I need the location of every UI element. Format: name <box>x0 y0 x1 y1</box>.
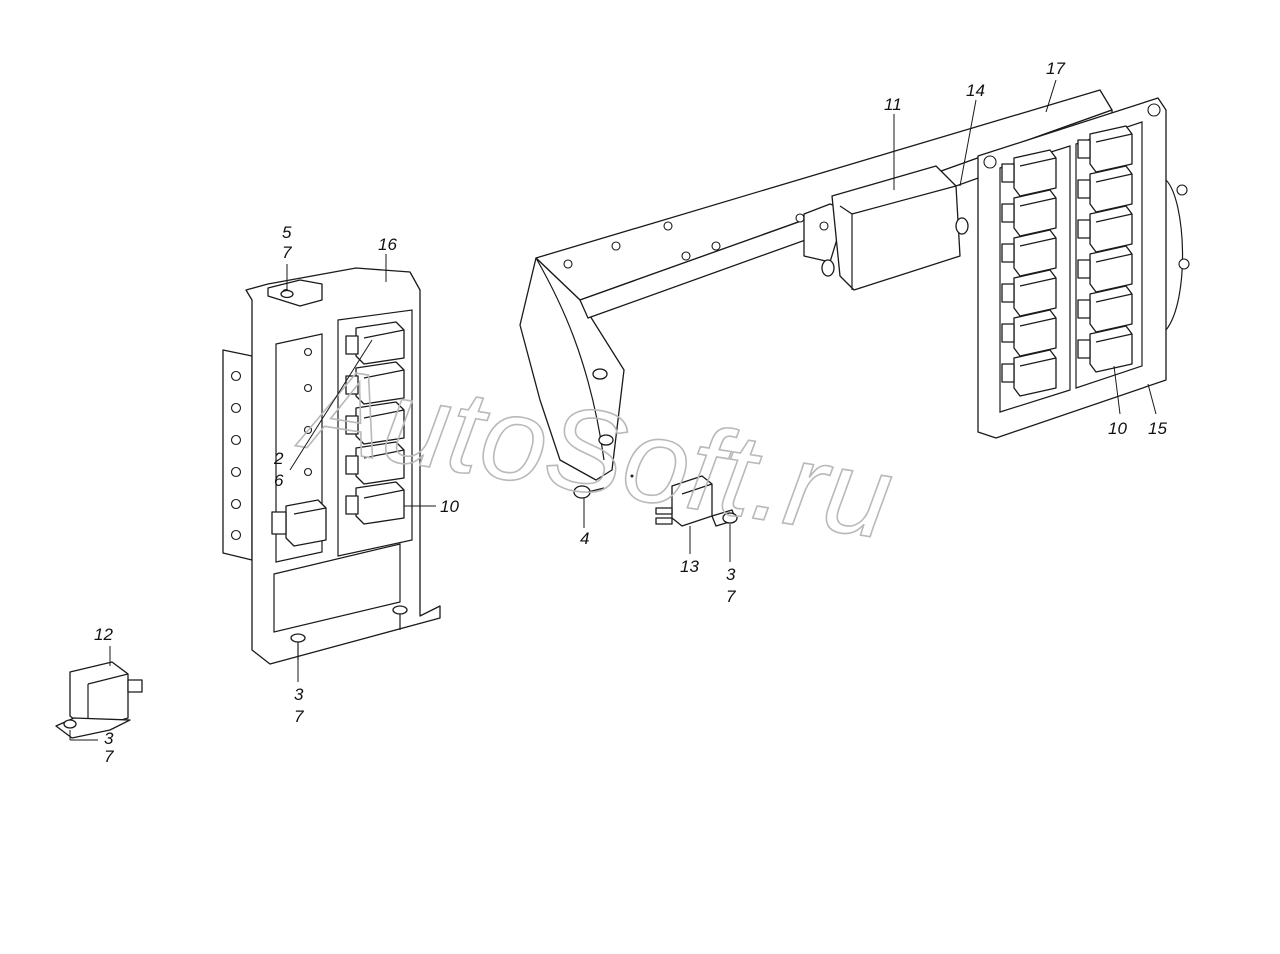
callout-7-a: 7 <box>294 707 304 726</box>
callout-2: 2 <box>273 449 284 468</box>
callout-7: 7 <box>282 243 292 262</box>
callout-10-right: 10 <box>1108 419 1127 438</box>
leader-lines <box>69 79 1157 741</box>
callouts: 5 7 16 2 6 10 3 7 12 3 7 11 14 17 4 13 3… <box>94 59 1167 766</box>
callout-7-c: 7 <box>726 587 736 606</box>
callout-4: 4 <box>580 529 589 548</box>
callout-3-a: 3 <box>294 685 304 704</box>
callout-5: 5 <box>282 223 292 242</box>
relay-stack-left <box>271 321 405 547</box>
callout-14: 14 <box>966 81 985 100</box>
callout-10-left: 10 <box>440 497 459 516</box>
control-unit-11 <box>803 165 969 291</box>
relay-stack-right <box>1001 125 1133 397</box>
callout-13: 13 <box>680 557 699 576</box>
relay-12 <box>55 661 143 739</box>
callout-15: 15 <box>1148 419 1167 438</box>
relay-13 <box>655 475 738 527</box>
callout-11: 11 <box>884 95 902 114</box>
callout-3-b: 3 <box>104 729 114 748</box>
callout-16: 16 <box>378 235 397 254</box>
callout-3-c: 3 <box>726 565 736 584</box>
callout-6: 6 <box>274 471 284 490</box>
callout-7-b: 7 <box>104 747 114 766</box>
callout-17: 17 <box>1046 59 1065 78</box>
callout-12: 12 <box>94 625 113 644</box>
